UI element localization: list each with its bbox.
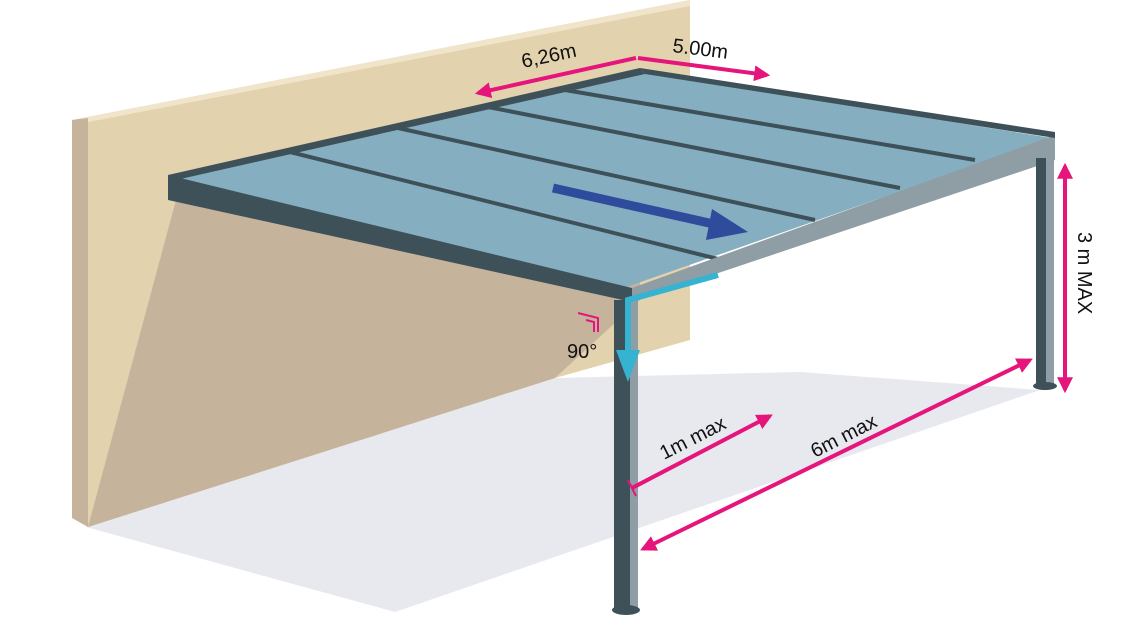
front-post-highlight bbox=[630, 300, 638, 612]
rear-post-foot bbox=[1033, 382, 1057, 390]
height-label: 3 m MAX bbox=[1073, 232, 1095, 314]
back-rail bbox=[168, 68, 645, 180]
span-dimension-line bbox=[640, 358, 1033, 551]
glazing-bars bbox=[289, 88, 976, 262]
width-dimension-line bbox=[474, 56, 637, 99]
arrow-right-icon bbox=[552, 183, 748, 240]
front-beam bbox=[168, 175, 632, 302]
arrow-down-icon bbox=[616, 272, 719, 382]
angle-label: 90° bbox=[567, 341, 597, 363]
rear-post-highlight bbox=[1046, 158, 1054, 386]
front-post-foot bbox=[612, 605, 640, 615]
wall-edge bbox=[72, 0, 690, 124]
right-beam bbox=[632, 135, 1055, 302]
side-rail bbox=[640, 68, 1055, 138]
depth-dimension-line bbox=[637, 56, 771, 82]
roof-glass bbox=[176, 72, 1052, 290]
right-angle-icon bbox=[577, 312, 599, 332]
overhang-tick bbox=[627, 479, 637, 497]
wall-side bbox=[72, 118, 88, 527]
